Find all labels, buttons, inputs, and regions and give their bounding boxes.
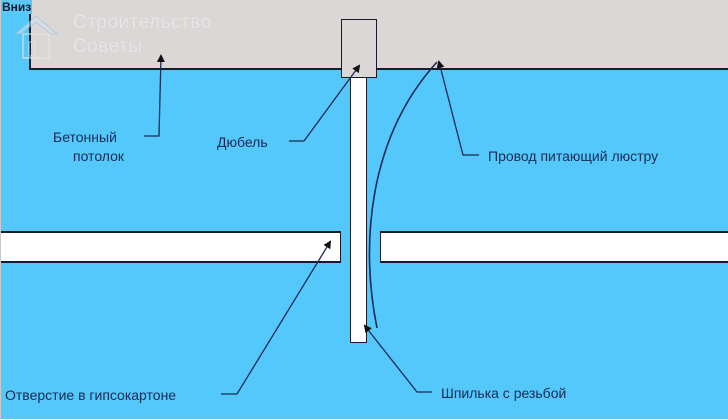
label-concrete-ceiling-2: потолок	[73, 148, 125, 164]
watermark: Строительство Советы	[11, 12, 241, 62]
watermark-line2: Советы	[73, 36, 143, 57]
ceiling-leader	[144, 54, 165, 137]
threaded-stud	[350, 78, 367, 343]
label-dowel: Дюбель	[217, 134, 268, 150]
wire-line	[368, 61, 438, 329]
concrete-ceiling	[29, 0, 728, 70]
hole-leader	[221, 240, 332, 395]
watermark-line1: Строительство	[73, 12, 212, 33]
house-icon	[13, 15, 59, 59]
label-drywall-hole: Отверстие в гипсокартоне	[5, 387, 177, 403]
label-wire: Провод питающий люстру	[488, 148, 659, 164]
drywall-right	[380, 231, 728, 263]
corner-label: Вниз	[1, 0, 33, 14]
wire-leader	[436, 60, 479, 156]
label-threaded-stud: Шпилька с резьбой	[441, 385, 567, 401]
dowel-leader	[289, 64, 361, 142]
label-concrete-ceiling-1: Бетонный	[53, 129, 117, 145]
drywall-left	[1, 231, 341, 263]
stud-leader	[363, 324, 432, 393]
